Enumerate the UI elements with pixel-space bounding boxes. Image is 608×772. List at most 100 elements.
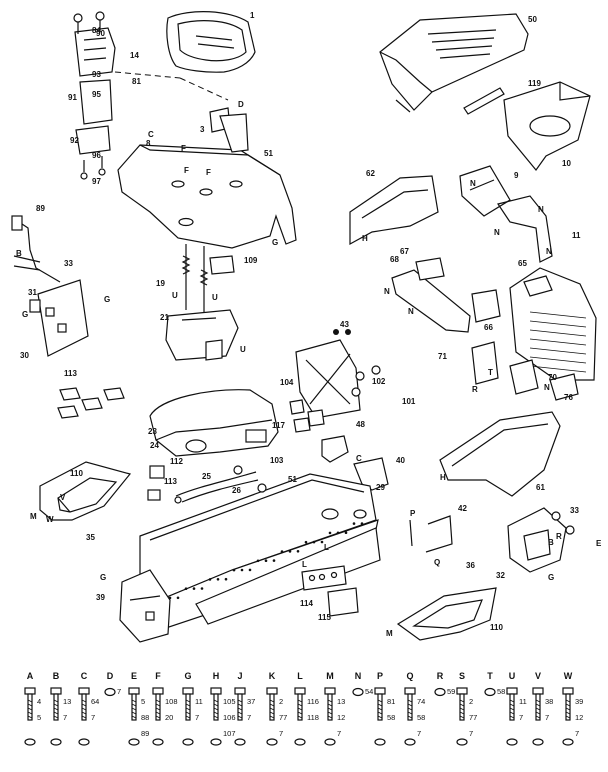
hardware-part-number: 2 [279, 697, 283, 706]
callout-label: 19 [156, 279, 165, 288]
callout-label: 48 [356, 420, 365, 429]
bolt-head-icon [152, 687, 164, 695]
hardware-part-number: 5 [37, 713, 41, 722]
nut-icon [484, 687, 496, 697]
bolt-head-icon [456, 687, 468, 695]
callout-label: R [472, 385, 478, 394]
callout-label: B [548, 538, 554, 547]
rear-fender [117, 107, 297, 249]
callout-label: Q [434, 558, 440, 567]
bolt-head-icon [266, 687, 278, 695]
callout-label: 67 [400, 247, 409, 256]
callout-label: 89 [36, 204, 45, 213]
callout-label: N [546, 247, 552, 256]
hardware-part-number: 7 [247, 713, 251, 722]
hardware-item: R59 [434, 671, 455, 697]
left-linkage [11, 215, 89, 357]
callout-label: 40 [396, 456, 405, 465]
hardware-letter: P [377, 671, 383, 681]
hardware-letter: W [564, 671, 573, 681]
nut-icon [434, 687, 446, 697]
hardware-letter: T [487, 671, 493, 681]
part-callouts: 1849014919381959296973851CDFFFG89B3331GG… [16, 11, 602, 638]
callout-label: 61 [536, 483, 545, 492]
hardware-letter: A [27, 671, 34, 681]
hardware-part-number: 12 [337, 713, 345, 722]
callout-label: L [324, 543, 329, 552]
callout-label: 35 [86, 533, 95, 542]
hardware-letter: V [535, 671, 541, 681]
nut-icon [374, 738, 386, 746]
bolt-head-icon [562, 687, 574, 695]
callout-label: E [596, 539, 602, 548]
callout-label: N [408, 307, 414, 316]
callout-label: 113 [64, 369, 77, 378]
hardware-part-number: 64 [91, 697, 99, 706]
side-panel-right [439, 411, 561, 497]
callout-label: 115 [318, 613, 331, 622]
callout-label: M [386, 629, 393, 638]
bolt-head-icon [50, 687, 62, 695]
callout-label: 76 [564, 393, 573, 402]
callout-label: 95 [92, 90, 101, 99]
callout-label: 70 [548, 373, 557, 382]
nut-icon [562, 738, 574, 746]
callout-label: H [440, 473, 446, 482]
bolt-shank-icon [53, 693, 59, 721]
callout-label: 3 [200, 125, 205, 134]
bolt-shank-icon [237, 693, 243, 721]
callout-label: 117 [272, 421, 285, 430]
bolt-head-icon [532, 687, 544, 695]
hardware-part-number: 20 [165, 713, 173, 722]
callout-label: 50 [528, 15, 537, 24]
hardware-part-number: 118 [307, 713, 319, 722]
callout-label: 62 [366, 169, 375, 178]
callout-label: 84 [92, 26, 101, 35]
battery [149, 389, 279, 457]
callout-label: G [548, 573, 554, 582]
callout-label: 101 [402, 397, 416, 406]
nut-icon [352, 687, 364, 697]
callout-label: 14 [130, 51, 139, 60]
nut-icon [78, 738, 90, 746]
callout-label: N [494, 228, 500, 237]
callout-label: 26 [232, 486, 241, 495]
callout-label: 33 [570, 506, 579, 515]
main-frame [139, 473, 381, 631]
grille [503, 81, 591, 171]
callout-label: P [410, 509, 416, 518]
hardware-part-number: 39 [575, 697, 583, 706]
hardware-part-number: 7 [279, 729, 283, 738]
callout-label: N [384, 287, 390, 296]
dash-bracket [289, 329, 381, 433]
callout-label: C [148, 130, 154, 139]
nut-icon [324, 738, 336, 746]
bolt-shank-icon [213, 693, 219, 721]
callout-label: R [556, 532, 562, 541]
hardware-letter: R [437, 671, 444, 681]
hardware-letter: U [509, 671, 516, 681]
hardware-item: T58 [484, 671, 505, 697]
dash-panel [509, 267, 597, 381]
clips [321, 435, 389, 491]
bolt-shank-icon [297, 693, 303, 721]
callout-label: 9 [514, 171, 519, 180]
hardware-letter: E [131, 671, 137, 681]
callout-label: 43 [340, 320, 349, 329]
callout-label: G [100, 573, 106, 582]
callout-label: 32 [496, 571, 505, 580]
callout-label: 65 [518, 259, 527, 268]
nut-icon [152, 738, 164, 746]
hardware-part-number: 7 [195, 713, 199, 722]
